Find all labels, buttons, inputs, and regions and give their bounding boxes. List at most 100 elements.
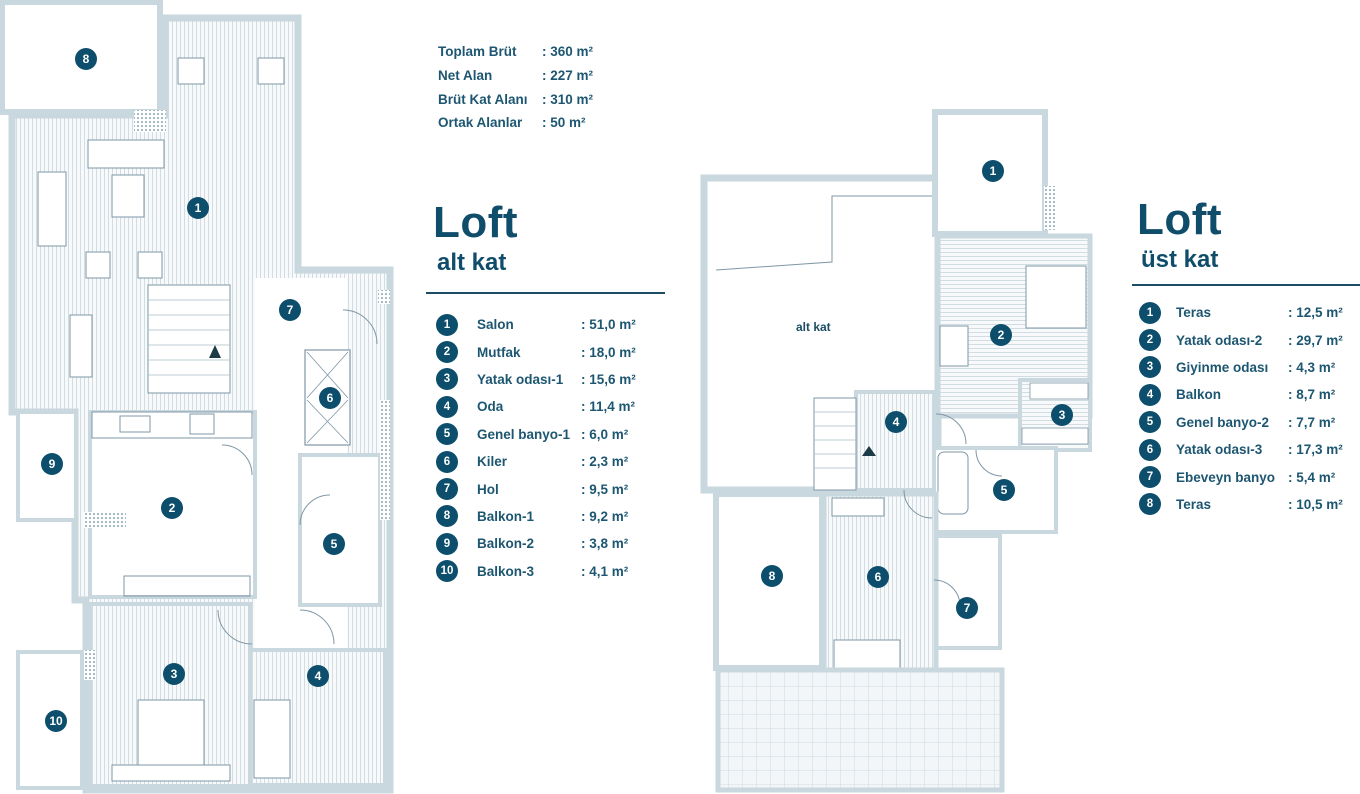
plan-number-badge: [885, 411, 907, 433]
legend-item: 7 Ebeveyn banyo : 5,4 m²: [1139, 463, 1343, 490]
plan-number-label: 8: [769, 569, 776, 583]
summary-row: Net Alan: 227 m²: [438, 64, 593, 88]
legend-room-area: : 5,4 m²: [1288, 469, 1336, 485]
stairs-arrow-icon: [209, 345, 221, 358]
legend-room-name: Ebeveyn banyo: [1176, 469, 1276, 485]
coffee-table: [111, 174, 145, 218]
plan-number-label: 7: [287, 303, 294, 317]
wardrobe-2: [1029, 382, 1089, 400]
tiled-terrace: [715, 667, 1005, 793]
bath-7-area: [932, 534, 1002, 650]
planter-2: [84, 512, 126, 528]
legend-number-badge: 3: [436, 368, 458, 391]
plan-number-label: 1: [195, 201, 202, 215]
legend-room-name: Genel banyo-1: [477, 426, 571, 442]
summary-label: Net Alan: [438, 68, 493, 84]
plan-lower-floor: [0, 0, 394, 794]
plan-number-badge: [319, 387, 341, 409]
sofa: [87, 139, 165, 169]
plan-number-label: 3: [1059, 408, 1066, 422]
plan-number-badge: [41, 453, 63, 475]
plan-number-badge: [993, 479, 1015, 501]
sofa-side: [37, 171, 67, 247]
door-arc-bed2: [935, 413, 967, 445]
plan-number-label: 8: [83, 52, 90, 66]
legend-room-name: Teras: [1176, 305, 1212, 321]
plan-number-label: 10: [49, 714, 63, 728]
plan-number-badge: [761, 565, 783, 587]
stairs-upper: [813, 397, 857, 491]
kitchen-cabinet: [123, 575, 251, 597]
plan-number-badge: [990, 324, 1012, 346]
planter-1: [134, 110, 166, 132]
plan-number-label: 9: [49, 457, 56, 471]
legend-room-area: : 7,7 m²: [1288, 414, 1336, 430]
bed-6: [833, 639, 901, 669]
legend-room-name: Teras: [1176, 496, 1212, 512]
stairs-lower: [147, 284, 231, 394]
legend-room-name: Yatak odası-1: [477, 371, 564, 387]
summary-label: Ortak Alanlar: [438, 115, 523, 131]
area-summary: Toplam Brüt: 360 m² Net Alan: 227 m² Brü…: [438, 40, 593, 135]
legend-room-area: : 18,0 m²: [581, 344, 636, 360]
plan-number-badge: [279, 299, 301, 321]
left-divider: [426, 292, 665, 294]
legend-room-area: : 4,3 m²: [1288, 359, 1336, 375]
legend-room-area: : 29,7 m²: [1288, 332, 1343, 348]
left-title: Loft alt kat: [433, 201, 518, 275]
legend-number-badge: 7: [1139, 466, 1161, 489]
plan-upper-floor: alt kat: [700, 109, 1093, 793]
armchair-4: [137, 251, 163, 279]
plan-number-badge: [867, 566, 889, 588]
planter-5: [380, 400, 390, 520]
legend-number-badge: 9: [436, 532, 458, 555]
door-arc-room4: [299, 609, 335, 645]
plan-number-label: 5: [331, 537, 338, 551]
legend-room-name: Mutfak: [477, 344, 521, 360]
void-label: alt kat: [796, 320, 831, 334]
summary-row: Ortak Alanlar: 50 m²: [438, 111, 593, 135]
legend-number-badge: 6: [1139, 438, 1161, 461]
legend-room-name: Giyinme odası: [1176, 359, 1269, 375]
summary-label: Brüt Kat Alanı: [438, 91, 528, 107]
plan-number-label: 4: [893, 415, 900, 429]
legend-room-area: : 51,0 m²: [581, 317, 636, 333]
bed-4: [253, 699, 291, 779]
plan-number-label: 4: [315, 669, 322, 683]
summary-row: Toplam Brüt: 360 m²: [438, 40, 593, 64]
dining-table: [69, 314, 93, 378]
right-title-sub: üst kat: [1141, 246, 1219, 273]
legend-room-area: : 15,6 m²: [581, 371, 636, 387]
armchair-5: [939, 325, 969, 367]
plan-number-badge: [307, 665, 329, 687]
right-title: Loft üst kat: [1137, 198, 1222, 272]
legend-room-area: : 12,5 m²: [1288, 305, 1343, 321]
plan-number-label: 1: [990, 164, 997, 178]
kitchen-counter: [91, 411, 253, 439]
legend-number-badge: 5: [436, 423, 458, 446]
plan-number-label: 6: [327, 391, 334, 405]
legend-room-name: Yatak odası-2: [1176, 332, 1263, 348]
plan-number-label: 2: [169, 501, 176, 515]
legend-number-badge: 8: [436, 505, 458, 528]
left-title-sub: alt kat: [437, 249, 507, 276]
door-arc-bath5: [975, 449, 1003, 477]
door-arc-bed1: [217, 609, 253, 645]
summary-label: Toplam Brüt: [438, 44, 517, 60]
legend-room-name: Yatak odası-3: [1176, 442, 1263, 458]
sink: [119, 415, 151, 433]
plan-number-label: 7: [964, 601, 971, 615]
